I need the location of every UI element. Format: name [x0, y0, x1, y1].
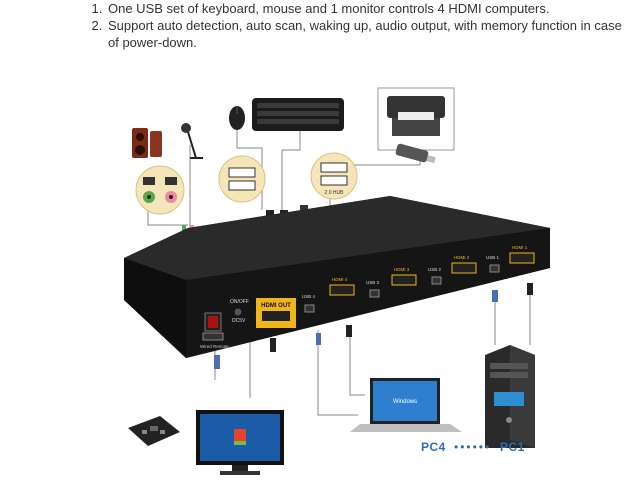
hdmi-1-label: HDMI 1 — [512, 245, 528, 250]
feature-list: One USB set of keyboard, mouse and 1 mon… — [88, 0, 628, 51]
dc-jack[interactable] — [234, 308, 242, 316]
hdmi-out-port[interactable] — [256, 298, 296, 328]
laptop-hdmi-plug — [346, 325, 352, 337]
hdmi-3-label: HDMI 3 — [394, 267, 410, 272]
pc4-label: PC4 — [421, 440, 446, 454]
feature-item: One USB set of keyboard, mouse and 1 mon… — [106, 0, 628, 17]
feature-item: Support auto detection, auto scan, wakin… — [106, 17, 628, 51]
power-switch[interactable] — [204, 312, 222, 332]
hdmi-2-label: HDMI 2 — [454, 255, 470, 260]
pc-tower-icon — [485, 345, 535, 448]
input-port-group-3: USB 3 HDMI 3 — [366, 267, 417, 298]
wired-remote-port[interactable] — [202, 332, 224, 341]
usb-3-label: USB 3 — [366, 280, 380, 285]
input-port-group-2: USB 2 HDMI 2 — [428, 255, 477, 285]
laptop-cable-b — [349, 330, 365, 396]
power-label: ON/OFF — [230, 299, 249, 305]
audio-port-closeup — [135, 165, 185, 215]
monitor-icon — [196, 410, 284, 475]
hdmi-out-label: HDMI OUT — [261, 303, 291, 309]
usb-hub-closeup: 2.0 HUB — [310, 152, 358, 200]
input-port-group-4: USB 4 HDMI 4 — [302, 277, 355, 313]
usb-2-label: USB 2 — [428, 267, 442, 272]
wired-remote-icon — [128, 416, 180, 446]
keyboard-cable — [281, 131, 301, 210]
remote-plug — [214, 355, 220, 369]
speaker-icon — [132, 128, 162, 158]
usb-drive-icon — [395, 143, 436, 164]
usb-4-label: USB 4 — [302, 294, 316, 299]
mouse-icon — [229, 106, 245, 130]
pc1-label: PC1 — [500, 440, 525, 454]
hdmi-out-plug — [270, 338, 276, 352]
wired-remote-label: Wired Remote — [200, 344, 229, 349]
laptop-usb-plug — [316, 333, 321, 345]
hdmi-4-label: HDMI 4 — [332, 277, 348, 282]
laptop-icon: Windows — [350, 378, 462, 432]
usb-port-closeup — [218, 155, 266, 203]
microphone-icon — [181, 123, 203, 159]
laptop-screen-text: Windows — [393, 399, 417, 405]
dc-label: DC5V — [232, 318, 246, 324]
pc-separator: •••••• — [454, 440, 492, 454]
usb-1-label: USB 1 — [486, 255, 500, 260]
input-port-group-1: USB 1 HDMI 1 — [486, 245, 535, 273]
pc-usb-plug — [492, 290, 498, 302]
laptop-cable-a — [317, 330, 358, 416]
pc-hdmi-plug — [527, 283, 533, 295]
hub-label: 2.0 HUB — [325, 190, 345, 196]
printer-icon — [377, 87, 455, 151]
keyboard-icon — [252, 98, 344, 131]
